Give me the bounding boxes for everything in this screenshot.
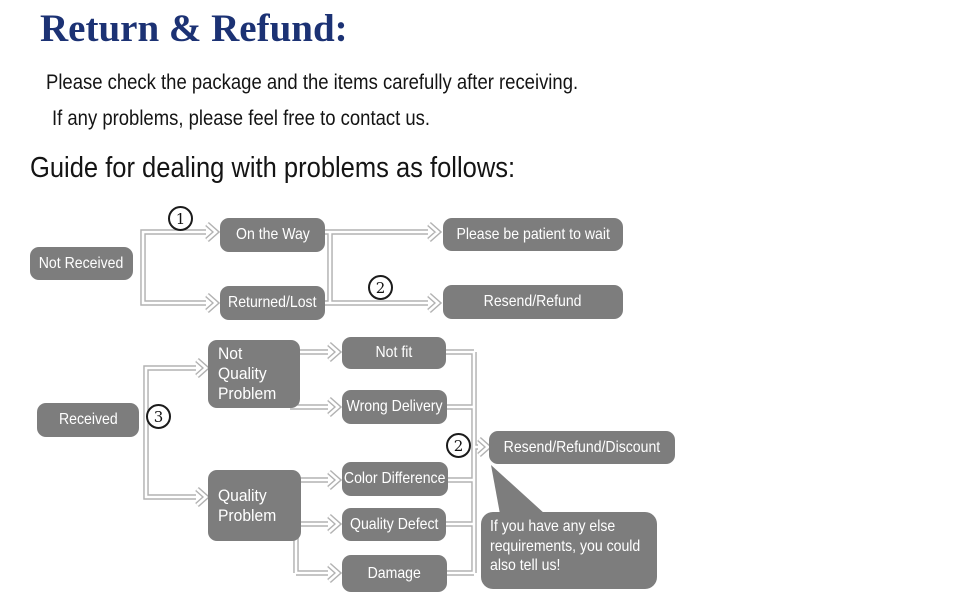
- node-label: Received: [58, 411, 118, 428]
- flow-node-not-fit: Not fit: [342, 337, 446, 369]
- flow-node-please-be-patient: Please be patient to wait: [443, 218, 623, 251]
- node-label: On the Way: [235, 226, 310, 243]
- flow-node-returned-lost: Returned/Lost: [220, 286, 325, 320]
- flow-node-resend-refund: Resend/Refund: [443, 285, 623, 319]
- intro-line-1: Please check the package and the items c…: [46, 71, 579, 94]
- node-label: Returned/Lost: [228, 294, 317, 311]
- flow-node-damage: Damage: [342, 555, 447, 592]
- flow-node-quality-defect: Quality Defect: [342, 508, 446, 541]
- flow-node-color-difference: Color Difference: [342, 462, 448, 496]
- flow-node-received: Received: [37, 403, 139, 437]
- flow-node-wrong-delivery: Wrong Delivery: [342, 390, 447, 424]
- flow-node-not-quality-problem: Not Quality Problem: [208, 340, 300, 408]
- node-label: Quality Problem: [218, 485, 277, 525]
- step-badge-1: 1: [168, 206, 193, 231]
- note-speech-bubble-text: If you have any else requirements, you c…: [490, 518, 641, 575]
- bubble-tail: [491, 465, 545, 514]
- node-label: Please be patient to wait: [456, 225, 610, 243]
- step-badge-3: 3: [146, 404, 171, 429]
- node-label: Not Quality Problem: [218, 344, 277, 403]
- node-label: Not fit: [375, 344, 413, 361]
- node-label: Color Difference: [344, 470, 446, 487]
- page-title: Return & Refund:: [40, 7, 348, 50]
- note-speech-bubble: If you have any else requirements, you c…: [481, 512, 657, 589]
- flow-node-resend-refund-discount: Resend/Refund/Discount: [489, 431, 675, 464]
- node-label: Quality Defect: [349, 515, 439, 533]
- node-label: Resend/Refund/Discount: [503, 438, 661, 456]
- node-label: Wrong Delivery: [346, 398, 443, 415]
- flow-node-not-received: Not Received: [30, 247, 133, 280]
- flowchart-heading: Guide for dealing with problems as follo…: [30, 152, 516, 184]
- step-badge-2-bottom: 2: [446, 433, 471, 458]
- intro-line-2: If any problems, please feel free to con…: [52, 107, 431, 130]
- node-label: Resend/Refund: [484, 293, 582, 310]
- step-badge-2-top: 2: [368, 275, 393, 300]
- flow-node-quality-problem: Quality Problem: [208, 470, 301, 541]
- node-label: Damage: [367, 564, 422, 582]
- flow-node-on-the-way: On the Way: [220, 218, 325, 252]
- node-label: Not Received: [39, 254, 124, 272]
